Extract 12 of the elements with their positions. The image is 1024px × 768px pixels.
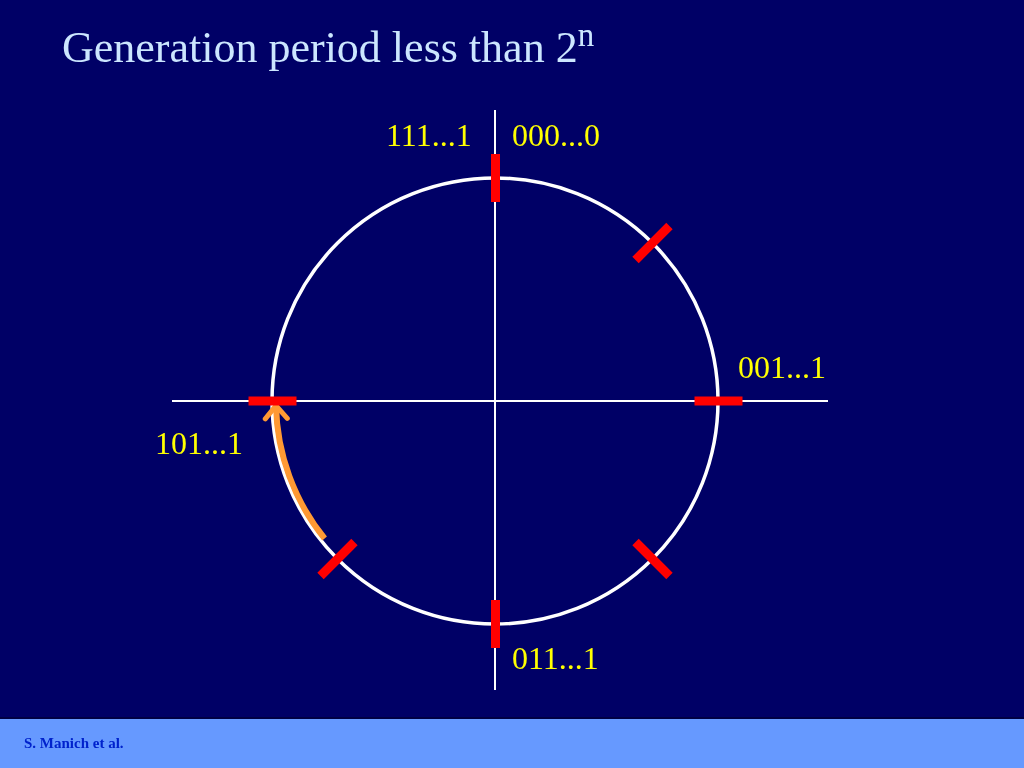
state-tick [490, 154, 500, 202]
state-tick [248, 396, 296, 406]
state-label: 011...1 [512, 641, 599, 677]
state-label: 111...1 [386, 118, 472, 154]
state-label: 000...0 [512, 118, 600, 154]
author-credit: S. Manich et al. [24, 734, 124, 754]
state-label: 101...1 [155, 426, 243, 462]
state-tick [490, 600, 500, 648]
state-tick [694, 396, 742, 406]
state-label: 001...1 [738, 350, 826, 386]
arrow [263, 403, 328, 541]
slide-title: Generation period less than 2$^{n}$ [62, 22, 595, 74]
